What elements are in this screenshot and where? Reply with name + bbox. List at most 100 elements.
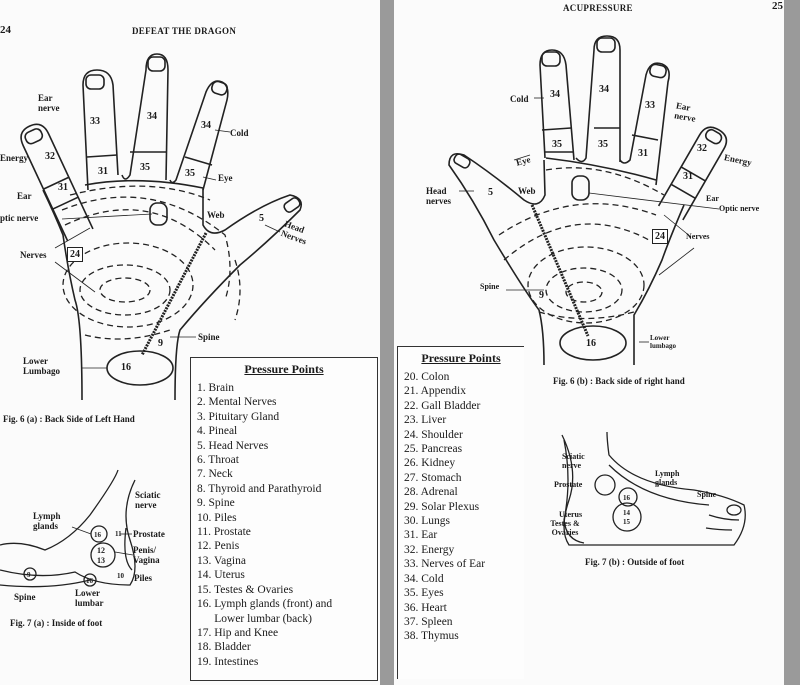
legend-item: 21. Appendix: [404, 385, 466, 398]
point-31: 31: [638, 148, 648, 159]
label-nerves: Nerves: [20, 250, 47, 260]
point-11: 11: [115, 530, 122, 538]
figure-caption: Fig. 6 (b) : Back side of right hand: [553, 376, 685, 386]
figure-caption: Fig. 6 (a) : Back Side of Left Hand: [3, 414, 135, 424]
point-33: 33: [645, 100, 655, 111]
point-31: 31: [58, 182, 68, 193]
point-35: 35: [140, 162, 150, 173]
label-web: Web: [518, 186, 536, 196]
legend-item: 12. Penis: [197, 540, 240, 553]
legend-item: 25. Pancreas: [404, 443, 463, 456]
point-16: 16: [586, 338, 596, 349]
label-lymph-glands: Lymph glands: [33, 511, 61, 531]
point-16: 16: [121, 362, 131, 373]
point-35: 35: [185, 168, 195, 179]
legend-item: 32. Energy: [404, 543, 455, 556]
legend-item: 27. Stomach: [404, 471, 462, 484]
label-prostate: Prostate: [133, 529, 165, 539]
label-ear: Ear: [17, 191, 32, 201]
legend-item: 36. Heart: [404, 601, 447, 614]
point-10: 10: [117, 572, 124, 580]
legend-item: 30. Lungs: [404, 515, 450, 528]
point-16: 16: [86, 577, 93, 585]
legend-item: 29. Solar Plexus: [404, 500, 480, 513]
running-header: ACUPRESSURE: [563, 3, 633, 13]
legend-item: 9. Spine: [197, 497, 235, 510]
point-24: 24: [652, 229, 668, 244]
point-9: 9: [27, 571, 31, 579]
point-12: 12: [97, 546, 105, 555]
label-testes-ovaries: Testes & Ovaries: [550, 519, 580, 537]
label-spine: Spine: [697, 490, 717, 499]
point-15: 15: [623, 518, 630, 526]
legend-item: 31. Ear: [404, 529, 438, 542]
legend-item: 20. Colon: [404, 371, 450, 383]
label-sciatic-nerve: Sciatic nerve: [562, 452, 585, 470]
point-32: 32: [45, 151, 55, 162]
point-9: 9: [158, 338, 163, 349]
point-31: 31: [683, 171, 693, 182]
legend-item: 26. Kidney: [404, 457, 456, 470]
legend-item: Lower lumbar (back): [197, 612, 312, 625]
left-page: 24 DEFEAT THE DRAGON: [0, 0, 380, 685]
legend-item: 16. Lymph glands (front) and: [197, 598, 333, 611]
label-spine: Spine: [14, 592, 36, 602]
legend-item: 5. Head Nerves: [197, 439, 269, 452]
label-head-nerves: Head nerves: [426, 186, 451, 206]
figure-caption: Fig. 7 (a) : Inside of foot: [10, 618, 103, 628]
legend-item: 33. Nerves of Ear: [404, 558, 486, 571]
point-24: 24: [67, 247, 83, 262]
running-header: DEFEAT THE DRAGON: [132, 26, 237, 36]
point-34: 34: [550, 89, 560, 100]
label-lower-lumbago: Lower lumbago: [650, 334, 677, 350]
legend-item: 3. Pituitary Gland: [197, 410, 280, 423]
legend-title: Pressure Points: [244, 362, 324, 376]
legend-item: 4. Pineal: [197, 425, 238, 438]
legend-item: 17. Hip and Knee: [197, 626, 279, 639]
left-hand-illustration: [0, 53, 303, 588]
label-eye: Eye: [218, 173, 233, 183]
label-penis-vagina: Penis/ Vagina: [133, 545, 160, 565]
label-optic-nerve: ptic nerve: [0, 213, 39, 223]
point-9: 9: [539, 290, 544, 301]
label-ear-nerve: Ear nerve: [38, 93, 60, 113]
page-number: 25: [772, 0, 783, 12]
legend-item: 37. Spleen: [404, 615, 453, 628]
label-energy: Energy: [0, 153, 28, 163]
legend-item: 14. Uterus: [197, 569, 245, 582]
legend-item: 34. Cold: [404, 572, 444, 585]
point-13: 13: [97, 556, 105, 565]
legend-item: 10. Piles: [197, 511, 237, 524]
legend-item: 18. Bladder: [197, 641, 251, 654]
point-32: 32: [697, 143, 707, 154]
legend-item: 1. Brain: [197, 382, 235, 394]
legend-item: 7. Neck: [197, 468, 233, 481]
legend-item: 23. Liver: [404, 414, 447, 427]
label-uterus: Uterus: [559, 510, 583, 519]
legend-item: 24. Shoulder: [404, 428, 463, 441]
legend-item: 38. Thymus: [404, 630, 459, 643]
right-hand-illustration: [448, 35, 746, 546]
label-optic-nerve: Optic nerve: [719, 204, 760, 213]
point-16: 16: [94, 531, 101, 539]
label-lower-lumbar: Lower lumbar: [75, 588, 104, 608]
label-cold: Cold: [230, 128, 249, 138]
label-ear: Ear: [706, 194, 719, 203]
label-sciatic-nerve: Sciatic nerve: [135, 490, 161, 510]
legend-item: 11. Prostate: [197, 526, 251, 539]
point-14: 14: [623, 509, 630, 517]
label-lower-lumbago: Lower Lumbago: [23, 356, 61, 376]
legend-item: 8. Thyroid and Parathyroid: [197, 482, 322, 495]
label-lymph-glands: Lymph glands: [655, 469, 680, 487]
label-prostate: Prostate: [554, 480, 583, 489]
point-34: 34: [599, 84, 609, 95]
legend-item: 6. Throat: [197, 454, 239, 467]
figure-caption: Fig. 7 (b) : Outside of foot: [585, 557, 685, 567]
point-35: 35: [598, 139, 608, 150]
legend-title: Pressure Points: [421, 351, 501, 365]
label-spine: Spine: [480, 282, 500, 291]
